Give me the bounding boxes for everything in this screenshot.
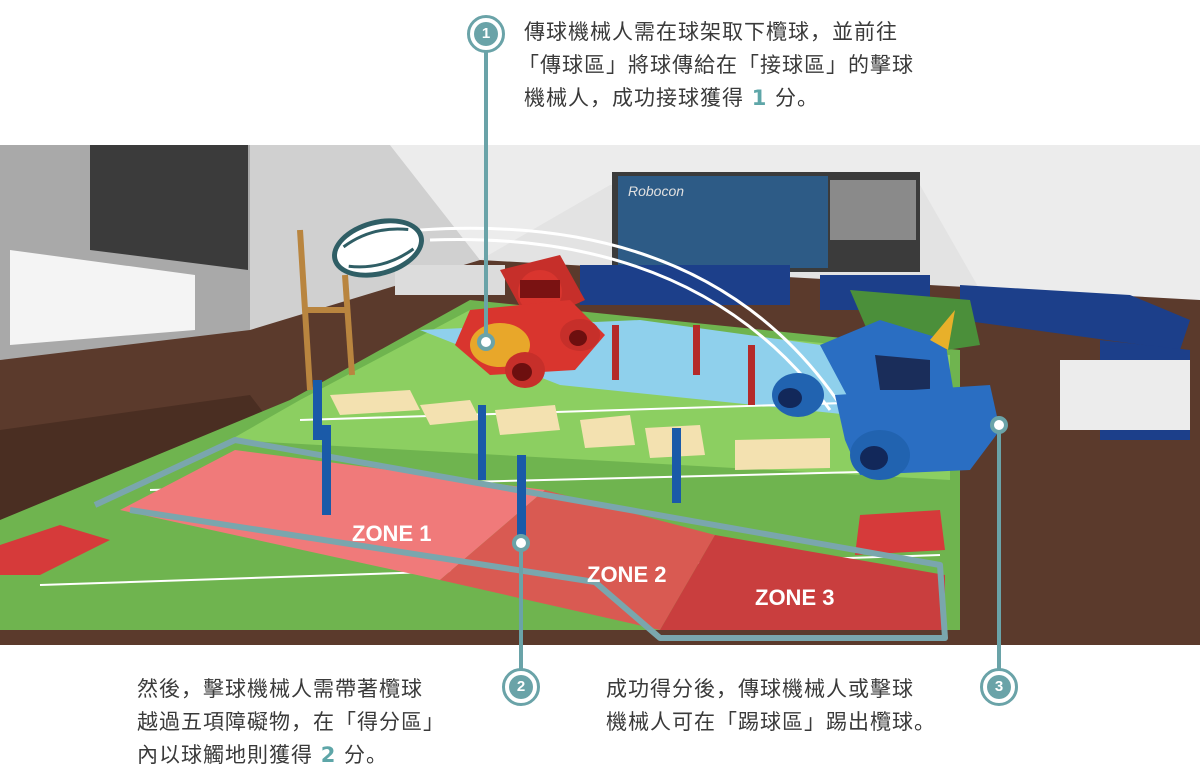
rugby-ball-icon bbox=[332, 218, 424, 278]
callout-2-line-3: 內以球觸地則獲得 2 分。 bbox=[137, 739, 445, 772]
callout-1-line-2: 「傳球區」將球傳給在「接球區」的擊球 bbox=[518, 53, 914, 77]
zone-2-area bbox=[440, 490, 715, 630]
callout-2-badge: 2 bbox=[502, 668, 540, 706]
callout-1-line-1: 傳球機械人需在球架取下欖球，並前往 bbox=[524, 20, 898, 44]
blue-poles bbox=[313, 380, 681, 545]
callout-1-last-prefix: 機械人，成功接球獲得 bbox=[524, 86, 752, 110]
leader-anchors bbox=[477, 333, 1008, 552]
callout-3-text: 成功得分後，傳球機械人或擊球 機械人可在「踢球區」踢出欖球。 bbox=[606, 673, 936, 739]
zone-1-area bbox=[120, 450, 545, 580]
zone-1-label: ZONE 1 bbox=[352, 521, 431, 546]
callout-2-number: 2 bbox=[509, 675, 533, 699]
callout-1-badge: 1 bbox=[467, 15, 505, 53]
callout-2-line-2: 越過五項障礙物，在「得分區」 bbox=[137, 710, 445, 734]
callout-1-line-3: 機械人，成功接球獲得 1 分。 bbox=[524, 82, 914, 115]
callout-1-number: 1 bbox=[474, 22, 498, 46]
blue-robot-icon bbox=[772, 310, 1000, 480]
callout-1-points: 1 bbox=[751, 86, 768, 110]
callout-2-last-prefix: 內以球觸地則獲得 bbox=[137, 743, 321, 767]
callout-2-points: 2 bbox=[320, 743, 337, 767]
zone-3-area bbox=[660, 535, 945, 630]
svg-text:Robocon: Robocon bbox=[628, 183, 684, 199]
ball-trajectory bbox=[419, 226, 852, 421]
callout-3-line-1: 成功得分後，傳球機械人或擊球 bbox=[606, 677, 914, 701]
callout-3-line-2: 機械人可在「踢球區」踢出欖球。 bbox=[606, 710, 936, 734]
leader-lines bbox=[484, 52, 1001, 670]
callout-1-last-suffix: 分。 bbox=[767, 86, 819, 110]
zone-3-label: ZONE 3 bbox=[755, 585, 834, 610]
callout-2-last-suffix: 分。 bbox=[336, 743, 388, 767]
zone-2-label: ZONE 2 bbox=[587, 562, 666, 587]
callout-3-badge: 3 bbox=[980, 668, 1018, 706]
callout-3-number: 3 bbox=[987, 675, 1011, 699]
callout-2-line-1: 然後，擊球機械人需帶著欖球 bbox=[137, 677, 423, 701]
callout-1-text: 傳球機械人需在球架取下欖球，並前往 「傳球區」將球傳給在「接球區」的擊球 機械人… bbox=[518, 16, 914, 115]
red-poles bbox=[612, 325, 755, 405]
callout-2-text: 然後，擊球機械人需帶著欖球 越過五項障礙物，在「得分區」 內以球觸地則獲得 2 … bbox=[137, 673, 445, 772]
scoring-zones: ZONE 1 ZONE 2 ZONE 3 bbox=[93, 437, 948, 641]
goal-post-icon bbox=[297, 229, 355, 391]
